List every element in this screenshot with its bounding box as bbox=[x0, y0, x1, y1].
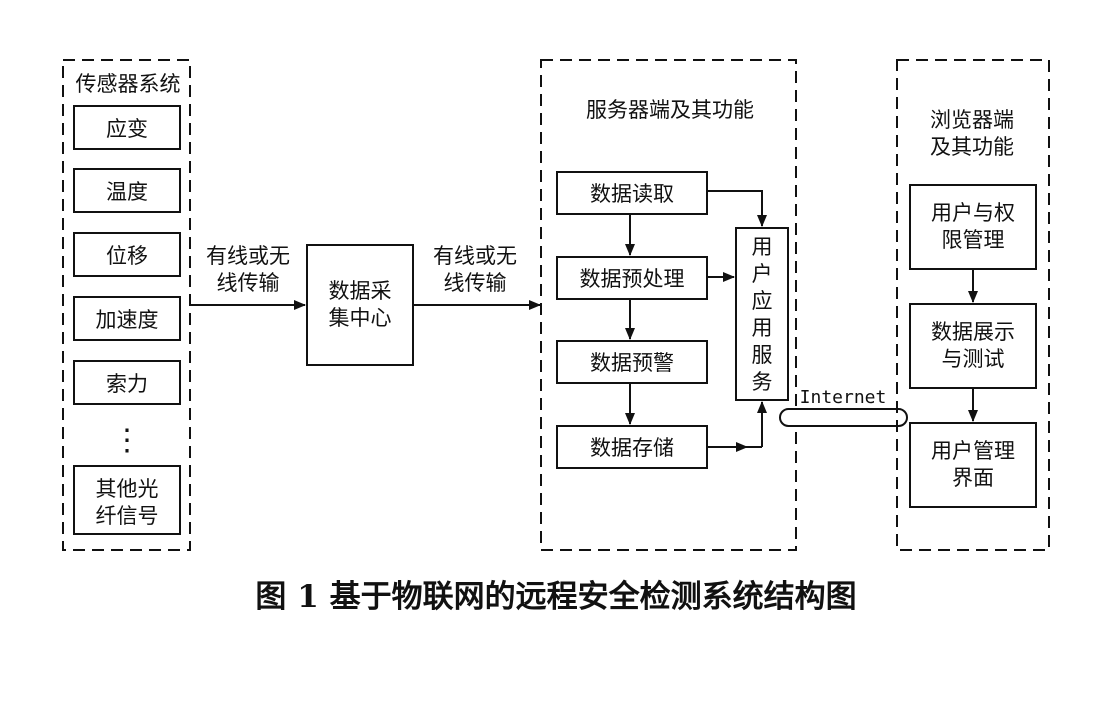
data-collection-center-box bbox=[306, 244, 414, 366]
server-step-read-label: 数据读取 bbox=[590, 182, 674, 206]
server-frame bbox=[540, 59, 797, 551]
server-step-warning-label: 数据预警 bbox=[590, 351, 674, 375]
sensor-label-cable-force: 索力 bbox=[106, 372, 148, 396]
user-service-char-2: 户 bbox=[752, 262, 773, 286]
browser-step-ui-box bbox=[909, 422, 1037, 508]
sensor-label-other-fiber-line1: 其他光 bbox=[96, 477, 159, 501]
sensor-box-other-fiber bbox=[73, 465, 181, 535]
internet-label: Internet bbox=[800, 387, 887, 408]
server-step-preprocess-label: 数据预处理 bbox=[580, 267, 685, 291]
sensor-ellipsis: ⋮ bbox=[112, 423, 142, 458]
user-service-char-3: 应 bbox=[752, 289, 773, 313]
sensor-box-acceleration bbox=[73, 296, 181, 341]
user-service-char-1: 用 bbox=[752, 235, 773, 259]
sensor-label-other-fiber-line2: 纤信号 bbox=[96, 504, 159, 528]
server-step-storage-box bbox=[556, 425, 708, 469]
browser-title-line2: 及其功能 bbox=[930, 135, 1014, 159]
browser-step-auth-box bbox=[909, 184, 1037, 270]
sensor-label-temperature: 温度 bbox=[106, 180, 148, 204]
sensor-label-displacement: 位移 bbox=[106, 244, 148, 268]
server-title: 服务器端及其功能 bbox=[586, 98, 754, 122]
browser-title-line1: 浏览器端 bbox=[930, 108, 1014, 132]
sensor-box-cable-force bbox=[73, 360, 181, 405]
server-step-storage-label: 数据存储 bbox=[590, 436, 674, 460]
user-service-char-4: 用 bbox=[752, 316, 773, 340]
user-service-char-6: 务 bbox=[752, 370, 773, 394]
sensor-box-strain bbox=[73, 105, 181, 150]
collector-label-line2: 集中心 bbox=[329, 306, 392, 330]
browser-step-display-line2: 与测试 bbox=[942, 347, 1005, 371]
user-service-box bbox=[735, 227, 789, 401]
user-service-char-5: 服 bbox=[752, 343, 773, 367]
browser-step-auth-line1: 用户与权 bbox=[931, 201, 1015, 225]
sensor-label-strain: 应变 bbox=[106, 117, 148, 141]
browser-step-auth-line2: 限管理 bbox=[942, 228, 1005, 252]
collector-label-line1: 数据采 bbox=[329, 279, 392, 303]
server-step-preprocess-box bbox=[556, 256, 708, 300]
browser-step-ui-line2: 界面 bbox=[952, 466, 994, 490]
sensor-label-acceleration: 加速度 bbox=[96, 308, 159, 332]
link-left-label-line1: 有线或无 bbox=[206, 244, 290, 268]
link-right-label-line2: 线传输 bbox=[444, 271, 507, 295]
link-right-label-line1: 有线或无 bbox=[433, 244, 517, 268]
sensor-box-displacement bbox=[73, 232, 181, 277]
sensor-box-temperature bbox=[73, 168, 181, 213]
browser-frame bbox=[896, 59, 1050, 551]
figure-caption: 图 1 基于物联网的远程安全检测系统结构图 bbox=[255, 579, 856, 615]
link-left-label-line2: 线传输 bbox=[217, 271, 280, 295]
browser-step-ui-line1: 用户管理 bbox=[931, 439, 1015, 463]
internet-pipe bbox=[779, 408, 908, 427]
server-step-warning-box bbox=[556, 340, 708, 384]
browser-step-display-line1: 数据展示 bbox=[931, 320, 1015, 344]
browser-step-display-box bbox=[909, 303, 1037, 389]
arrow-read-to-user-service bbox=[707, 190, 767, 227]
server-step-read-box bbox=[556, 171, 708, 215]
sensor-system-title: 传感器系统 bbox=[76, 72, 181, 96]
